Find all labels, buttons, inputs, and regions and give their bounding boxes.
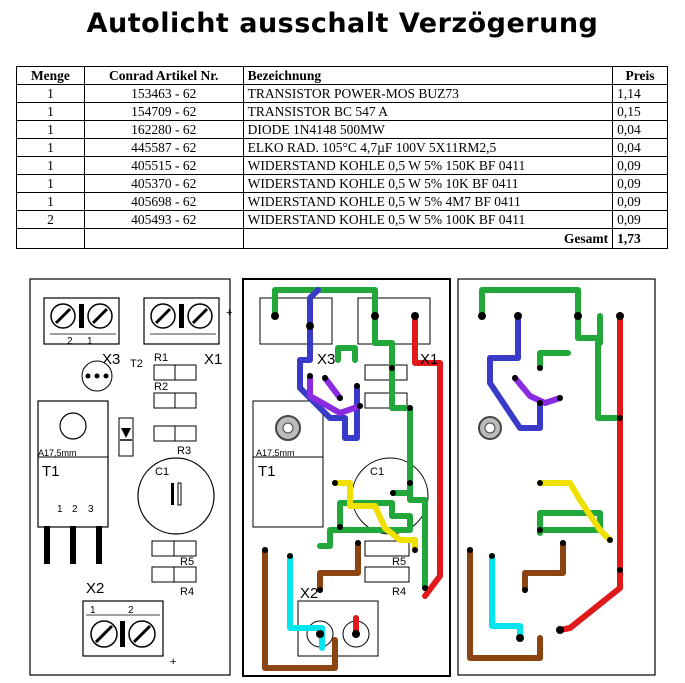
cell-menge: 1 [16,84,85,103]
pin-label: 1 [87,336,93,347]
cell-artikel: 154709 - 62 [83,102,244,121]
cell-empty [83,228,244,249]
overlay-panel: T1 A17,5mm X3 X1 C1 R5 R4 X2 [242,278,451,677]
cell-menge: 1 [16,156,85,175]
table-row: 1 405698 - 62 WIDERSTAND KOHLE 0,5 W 5% … [16,192,668,211]
pin-label: 3 [88,504,94,515]
pin-label: 1 [57,504,63,515]
label-r3: R3 [177,445,191,457]
hole-label: A17,5mm [38,448,77,458]
label-x2: X2 [86,580,104,597]
cell-menge: 2 [16,210,85,229]
label-r5: R5 [180,556,194,568]
label-x1: X1 [204,351,222,368]
plus-label: + [226,307,232,319]
cell-artikel: 405698 - 62 [83,192,244,211]
cell-bezeichnung: ELKO RAD. 105°C 4,7µF 100V 5X11RM2,5 [242,138,614,157]
cell-bezeichnung: WIDERSTAND KOHLE 0,5 W 5% 10K BF 0411 [242,174,614,193]
table-row: 1 445587 - 62 ELKO RAD. 105°C 4,7µF 100V… [16,138,668,157]
label-x3: X3 [102,351,120,368]
terminal-x3 [43,297,120,345]
label-x1: X1 [420,351,438,368]
label-x2: X2 [300,585,318,602]
capacitor-c1 [137,457,215,535]
total-label: Gesamt [242,228,614,249]
cell-preis: 0,04 [612,120,668,139]
total-value: 1,73 [612,228,668,249]
cell-bezeichnung: TRANSISTOR BC 547 A [242,102,614,121]
cell-menge: 1 [16,174,85,193]
cell-bezeichnung: WIDERSTAND KOHLE 0,5 W 5% 4M7 BF 0411 [242,192,614,211]
page-title: Autolicht ausschalt Verzögerung [86,8,599,39]
cell-preis: 0,09 [612,210,668,229]
diode [118,417,134,457]
table-row: 1 405515 - 62 WIDERSTAND KOHLE 0,5 W 5% … [16,156,668,175]
header-preis: Preis [612,66,668,85]
pin-label: 2 [67,336,73,347]
table-row: 1 162280 - 62 DIODE 1N4148 500MW 0,04 [16,120,668,139]
header-menge: Menge [16,66,85,85]
trace-panel [457,278,656,676]
cell-menge: 1 [16,138,85,157]
cell-preis: 0,09 [612,192,668,211]
cell-preis: 1,14 [612,84,668,103]
plus-label: + [170,656,176,668]
cell-preis: 0,04 [612,138,668,157]
cell-preis: 0,09 [612,174,668,193]
label-x3: X3 [317,351,335,368]
cell-bezeichnung: DIODE 1N4148 500MW [242,120,614,139]
transistor-t1 [37,400,109,564]
total-row: Gesamt 1,73 [16,228,668,249]
table-row: 1 154709 - 62 TRANSISTOR BC 547 A 0,15 [16,102,668,121]
cell-artikel: 405370 - 62 [83,174,244,193]
label-t1: T1 [42,463,60,480]
transistor-t2 [81,360,113,392]
label-c1: C1 [155,466,169,478]
cell-artikel: 405493 - 62 [83,210,244,229]
cell-artikel: 445587 - 62 [83,138,244,157]
pin-label: 2 [72,504,78,515]
pcb-boards: 2 1 X3 + X1 T2 R1 R2 R3 [29,278,656,677]
label-t2: T2 [130,358,143,370]
cell-artikel: 405515 - 62 [83,156,244,175]
label-r2: R2 [154,381,168,393]
cell-artikel: 162280 - 62 [83,120,244,139]
table-row: 1 153463 - 62 TRANSISTOR POWER-MOS BUZ73… [16,84,668,103]
table-row: 2 405493 - 62 WIDERSTAND KOHLE 0,5 W 5% … [16,210,668,229]
label-r4: R4 [180,586,194,598]
header-bezeichnung: Bezeichnung [242,66,614,85]
terminal-x1 [143,297,220,345]
pin-label: 1 [90,605,96,616]
cell-bezeichnung: TRANSISTOR POWER-MOS BUZ73 [242,84,614,103]
table-header-row: Menge Conrad Artikel Nr. Bezeichnung Pre… [16,66,668,85]
cell-preis: 0,15 [612,102,668,121]
hole-label: A17,5mm [256,448,295,458]
cell-menge: 1 [16,102,85,121]
parts-table: Menge Conrad Artikel Nr. Bezeichnung Pre… [16,66,668,249]
cell-empty [16,228,85,249]
cell-artikel: 153463 - 62 [83,84,244,103]
label-r5: R5 [392,556,406,568]
table-row: 1 405370 - 62 WIDERSTAND KOHLE 0,5 W 5% … [16,174,668,193]
placement-panel: 2 1 X3 + X1 T2 R1 R2 R3 [29,278,232,676]
terminal-x2 [82,600,164,657]
label-r4: R4 [392,586,406,598]
trace-border [457,278,656,676]
pin-label: 2 [128,605,134,616]
cell-menge: 1 [16,120,85,139]
label-c1: C1 [370,466,384,478]
header-artikel: Conrad Artikel Nr. [83,66,244,85]
cell-bezeichnung: WIDERSTAND KOHLE 0,5 W 5% 150K BF 0411 [242,156,614,175]
cell-bezeichnung: WIDERSTAND KOHLE 0,5 W 5% 100K BF 0411 [242,210,614,229]
label-t1: T1 [258,463,276,480]
label-r1: R1 [154,352,168,364]
cell-menge: 1 [16,192,85,211]
cell-preis: 0,09 [612,156,668,175]
